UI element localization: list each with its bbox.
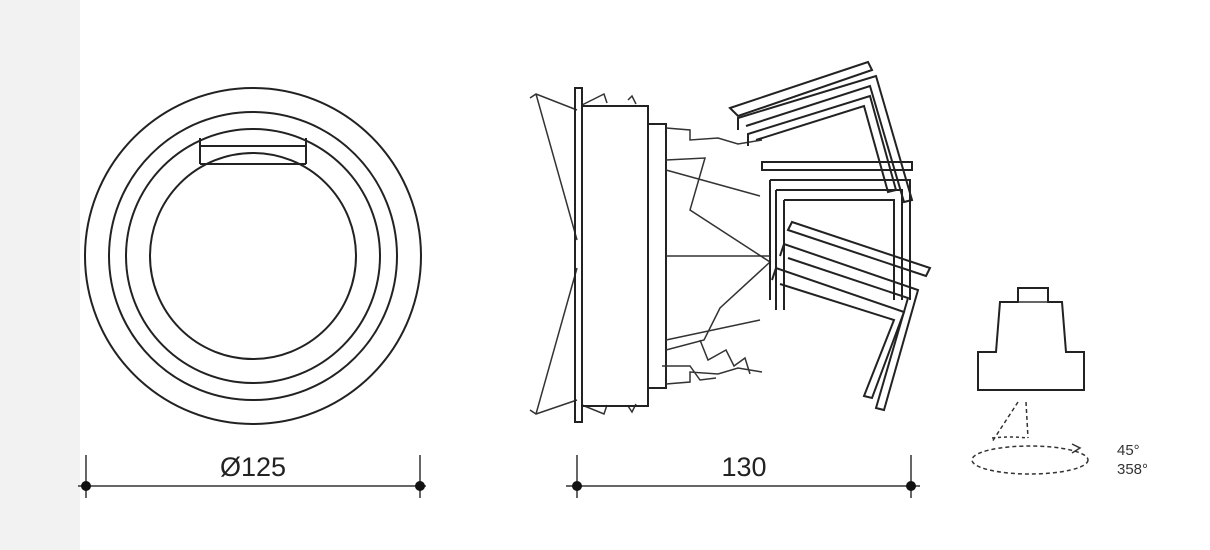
outer-ring [84, 87, 422, 425]
dimension-dot-left [81, 481, 91, 491]
rotation-angle-label: 358° [1117, 461, 1148, 478]
tilted-frame-lower-3 [771, 266, 906, 400]
rotation-ellipse [971, 445, 1089, 475]
tilted-frame-upper-2 [737, 74, 914, 204]
tilted-frame-lower-1 [786, 220, 932, 278]
rotation-icon: 45° 358° [971, 287, 1148, 478]
depth-dimension: 130 [566, 452, 920, 498]
diameter-label: Ø125 [220, 452, 286, 482]
page-edge-shading [0, 0, 80, 550]
third-ring [125, 128, 381, 384]
dimension-dot-left [572, 481, 582, 491]
tilted-frame-upper-3 [747, 94, 898, 194]
dimension-dot-right [415, 481, 425, 491]
second-ring [108, 111, 398, 401]
tilted-frame-lower-2 [779, 242, 920, 412]
diameter-dimension: Ø125 [78, 452, 426, 498]
tilt-arc [991, 436, 1029, 439]
depth-label: 130 [721, 452, 766, 482]
housing-step [647, 123, 667, 389]
tilt-cone [991, 401, 1029, 443]
tilted-frame-upper-1 [728, 60, 874, 118]
housing [581, 105, 649, 407]
module-frame-outer [769, 179, 911, 300]
dimension-dot-right [906, 481, 916, 491]
tilt-angle-label: 45° [1117, 442, 1140, 459]
left-spring-clip [529, 93, 578, 415]
module-frame-inner [783, 199, 895, 310]
fixture-silhouette [977, 287, 1085, 391]
bezel [574, 87, 583, 423]
body-zigzag [662, 339, 751, 381]
front-view [84, 87, 422, 425]
inner-ring [149, 152, 357, 360]
module-body [761, 161, 913, 171]
left-spring-clip-inner [581, 92, 637, 415]
body-outline [665, 127, 763, 385]
rotation-arrow-icon [1071, 443, 1082, 454]
body-cone [665, 157, 772, 351]
top-tab [199, 138, 307, 165]
module-frame-mid [775, 189, 903, 310]
side-view [529, 60, 932, 423]
